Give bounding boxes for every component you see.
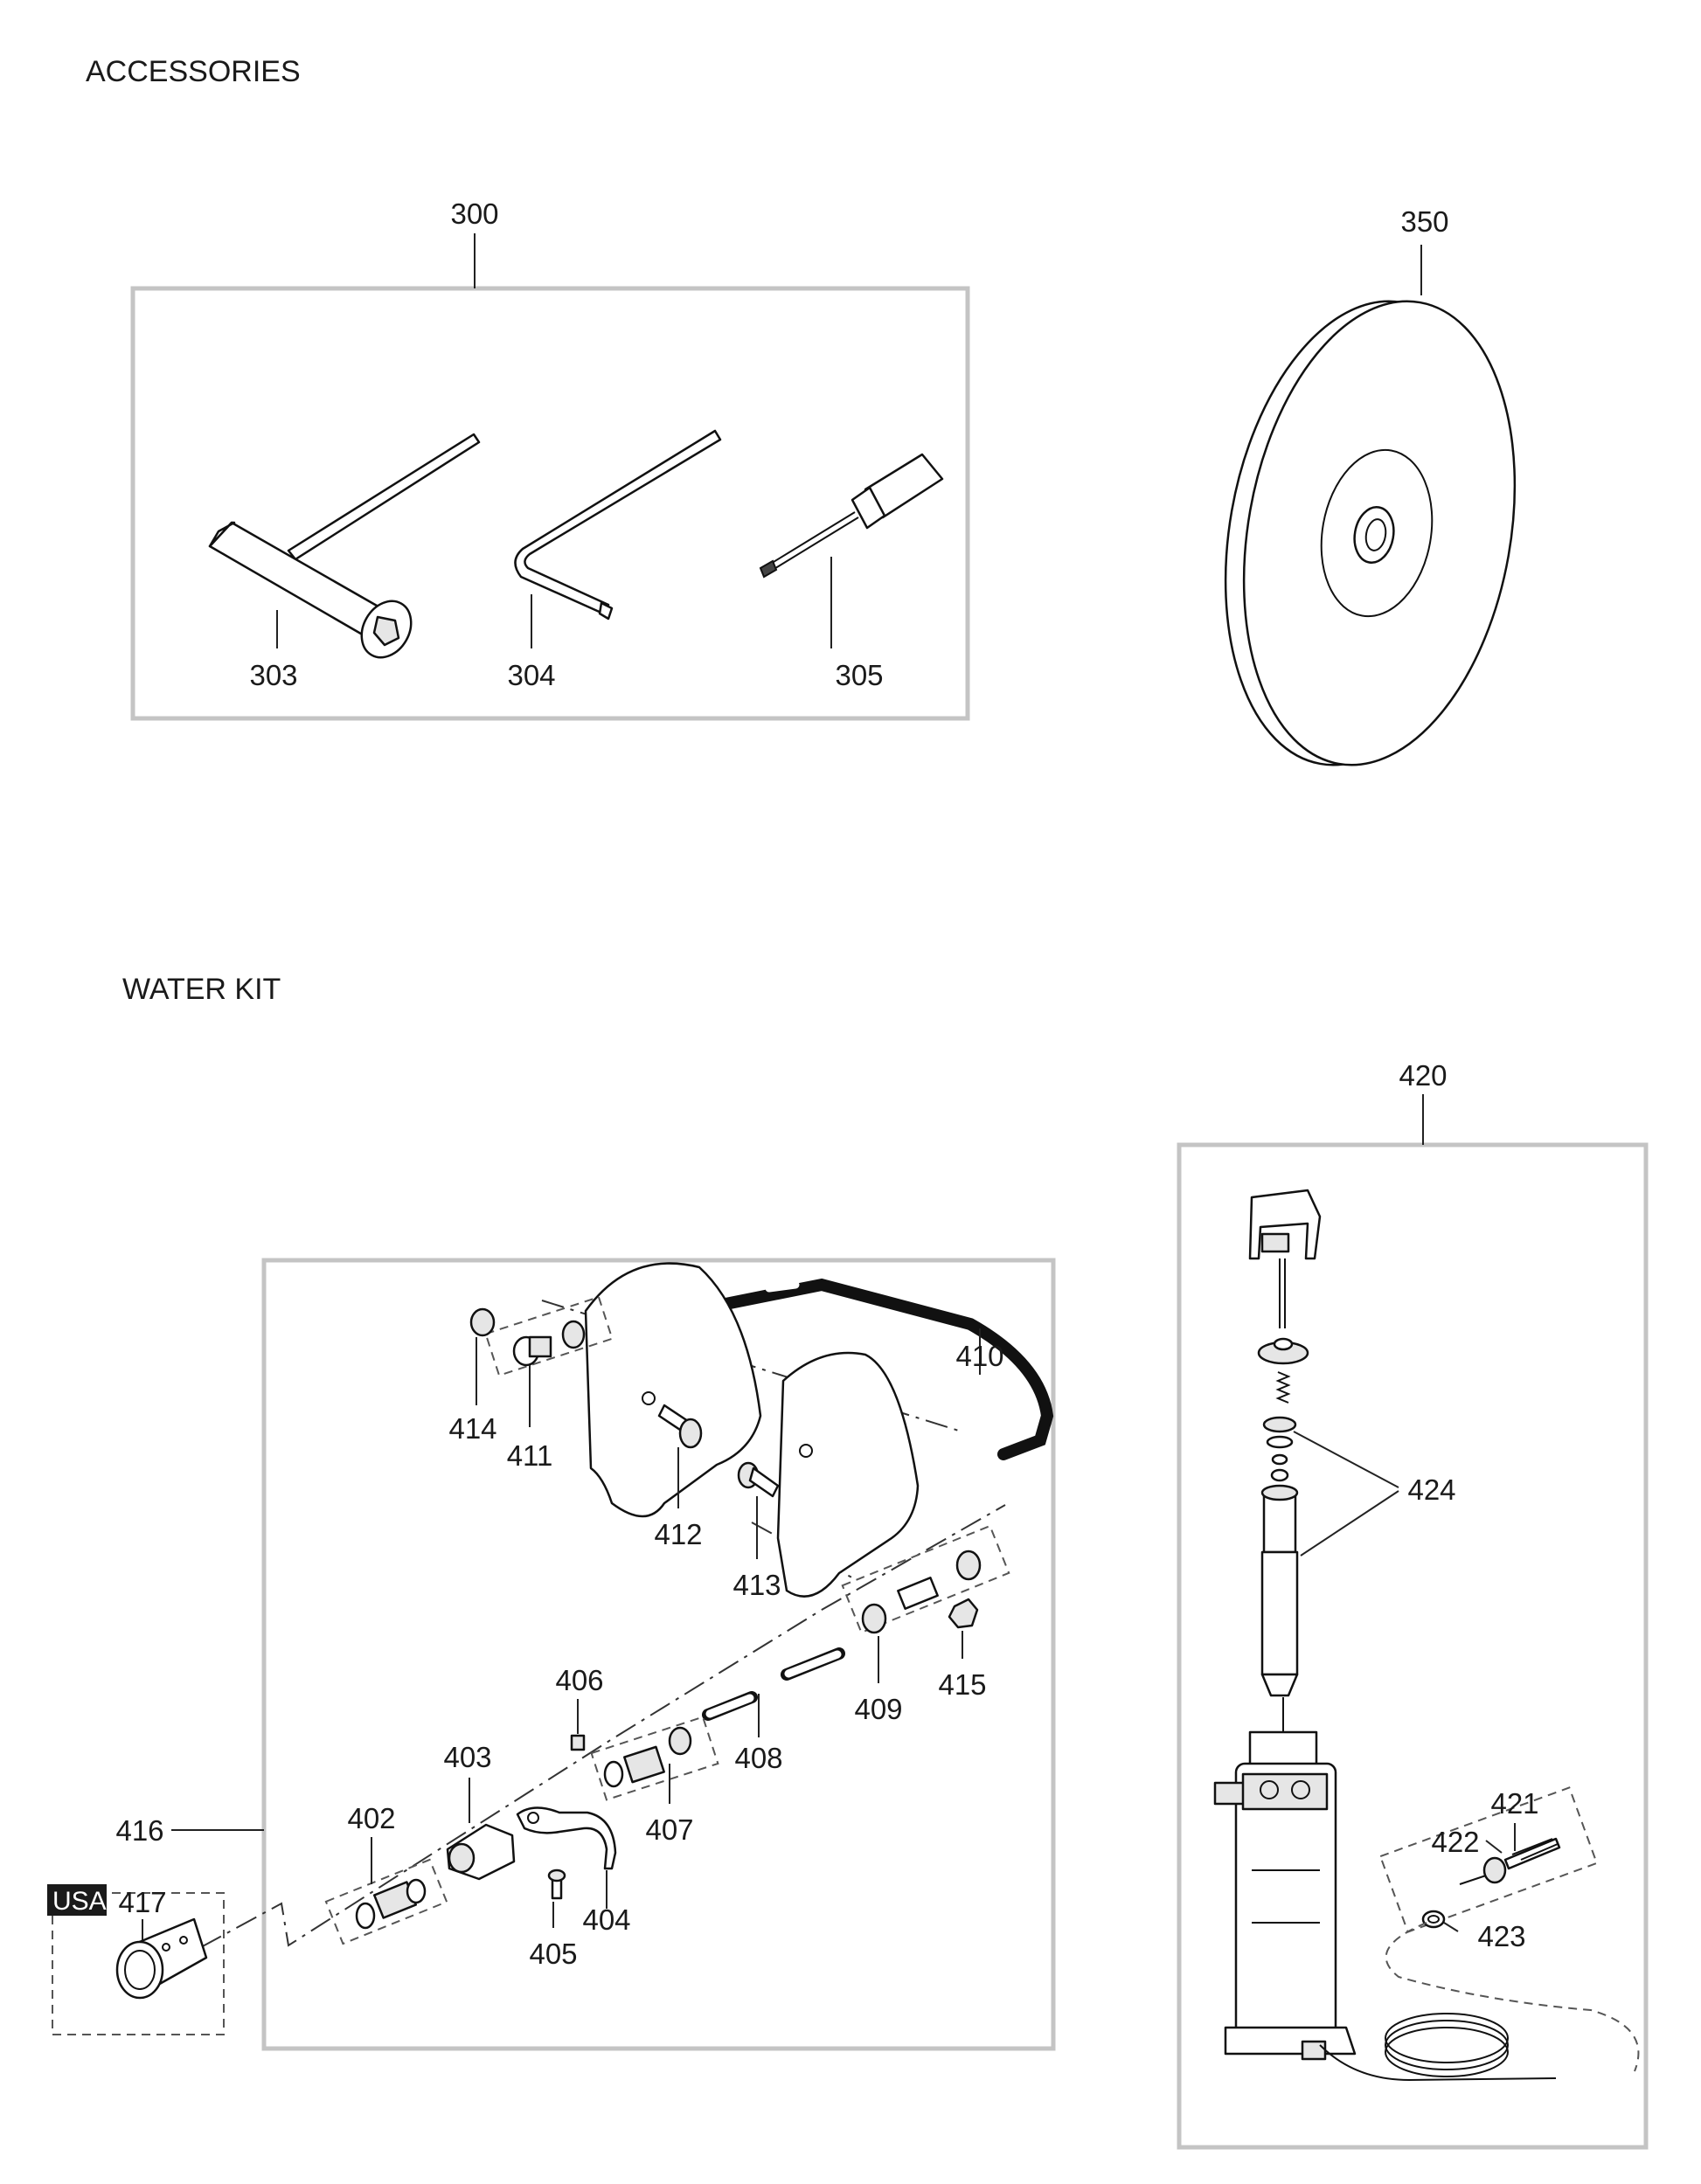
screw-413 [737,1461,780,1559]
label-350: 350 [1400,205,1448,238]
nut-414 [469,1307,496,1337]
label-403: 403 [443,1741,491,1773]
hose-clip-423 [1421,1910,1446,1929]
label-305: 305 [835,659,883,691]
screw-405 [547,1869,566,1928]
valve-body-403 [446,1778,516,1881]
water-kit-416: 416 410 414 411 [115,1258,1056,2051]
label-406: 406 [555,1664,603,1696]
water-kit-heading: WATER KIT [122,973,281,1006]
label-404: 404 [582,1903,630,1936]
label-422: 422 [1431,1826,1479,1858]
label-413: 413 [732,1569,781,1601]
coupling-417 [115,1917,208,2000]
pump-parts-424 [1257,1337,1399,1697]
kit-300-box [130,286,970,721]
label-411: 411 [507,1439,553,1472]
label-407: 407 [645,1813,693,1846]
fitting-409 [861,1550,982,1634]
label-408: 408 [734,1742,782,1774]
accessory-kit-300: 300 303 304 305 [130,198,970,721]
accessories-heading: ACCESSORIES [86,55,301,88]
label-410: 410 [955,1340,1003,1372]
label-402: 402 [347,1802,395,1834]
pump-handle [1248,1189,1322,1328]
water-tank-kit-420: 420 424 [1177,1059,1649,2150]
label-415: 415 [938,1668,986,1701]
nozzle-406 [570,1699,586,1751]
kit-420-box [1177,1142,1649,2150]
screw-412 [657,1404,703,1508]
screwdriver-305 [759,453,944,648]
label-417: 417 [118,1886,166,1918]
label-304: 304 [507,659,555,691]
label-416: 416 [115,1814,163,1847]
label-414: 414 [448,1412,496,1445]
tube-408 [702,1647,845,1737]
label-412: 412 [654,1518,702,1550]
cutting-disc-350 [1224,245,1517,766]
label-421: 421 [1490,1787,1538,1820]
nut-415 [948,1598,979,1629]
tank-body [1213,1697,1557,2082]
label-420: 420 [1399,1059,1447,1092]
elbow-fitting-411 [512,1320,586,1367]
usa-badge [47,1884,107,1916]
box-spanner-303 [208,433,481,659]
label-409: 409 [854,1693,902,1725]
label-405: 405 [529,1938,577,1970]
kit-416-box [261,1258,1056,2051]
blade-guard-shapes [584,1262,920,1598]
label-423: 423 [1477,1920,1525,1952]
label-424: 424 [1407,1473,1455,1506]
connector-402 [355,1837,427,1930]
usa-adapter-417: USA 417 [47,1884,225,2035]
label-300: 300 [450,198,498,230]
clamp-404 [516,1806,617,1909]
label-303: 303 [249,659,297,691]
hex-key-304 [514,429,722,648]
fitting-407 [603,1726,692,1804]
usa-badge-text: USA [52,1887,107,1916]
spray-nozzle-422 [1459,1837,1561,1885]
